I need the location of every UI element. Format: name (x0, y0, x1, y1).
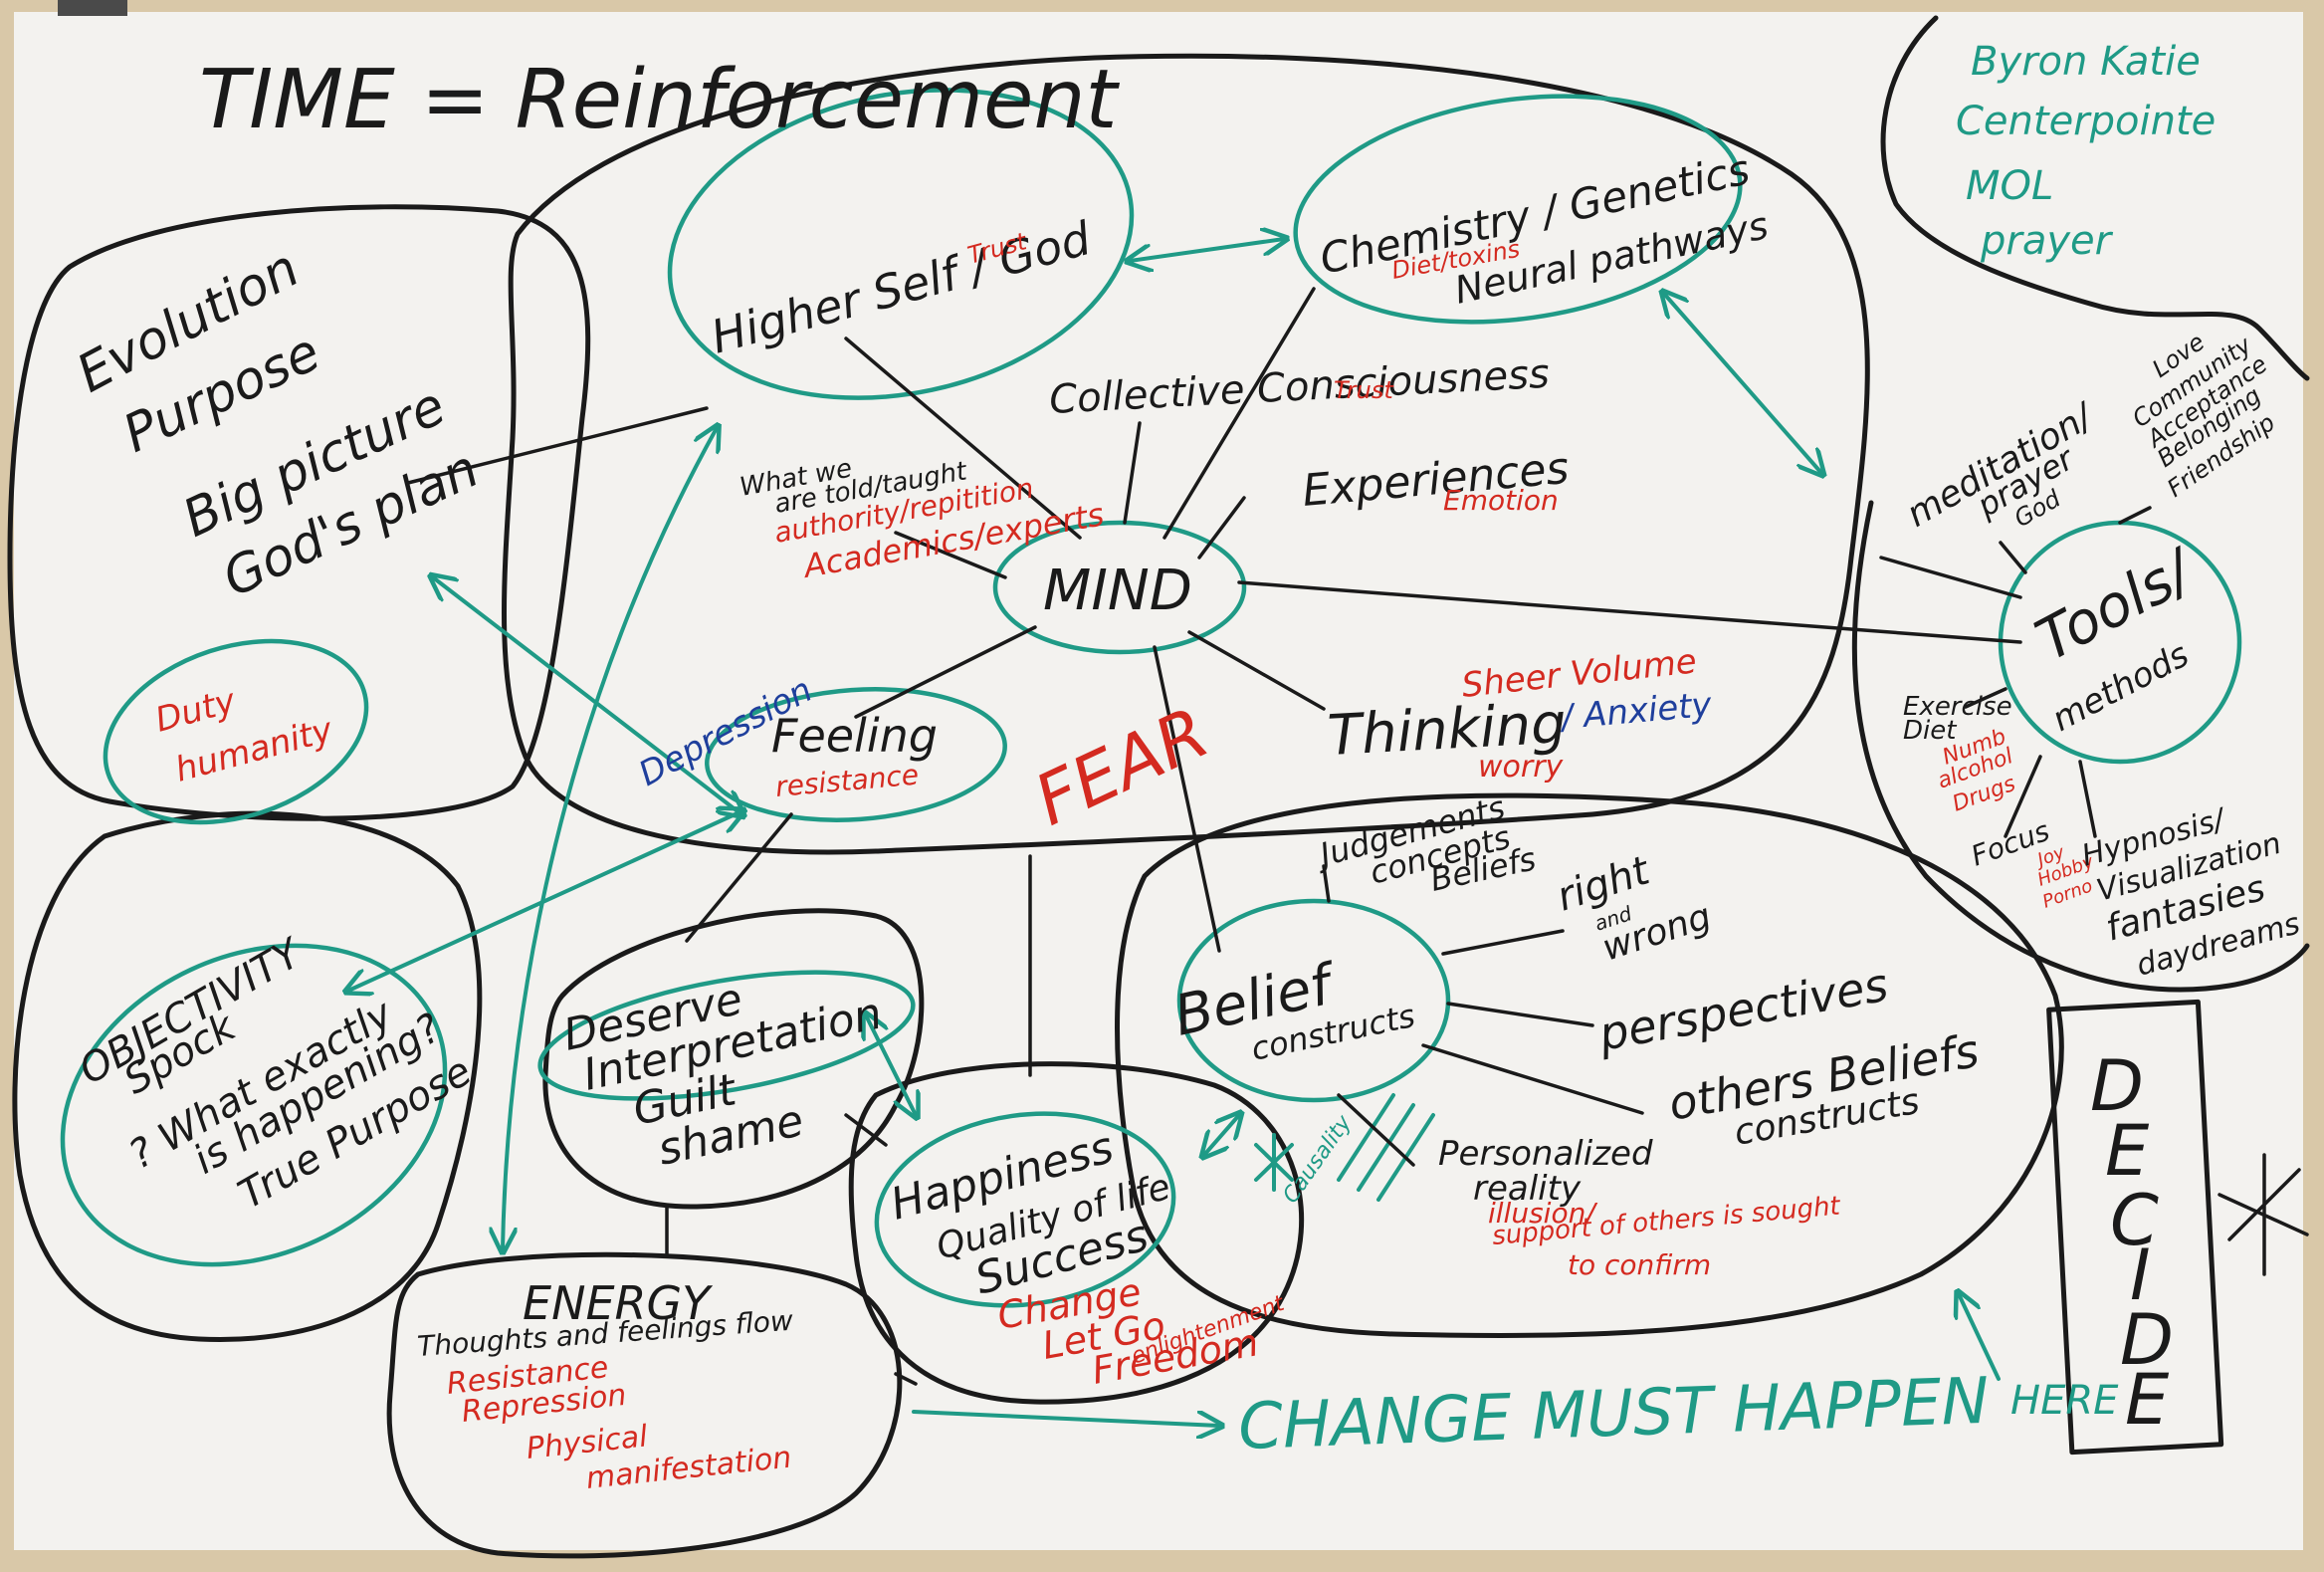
decide-letter-4: I (2130, 1235, 2151, 1316)
decide-box (2046, 999, 2224, 1456)
tools-focus-link (2004, 755, 2042, 838)
decide-letter-5: D (2120, 1299, 2174, 1381)
mind-label: MIND (1043, 559, 1192, 623)
energy-bubble (386, 1251, 903, 1559)
list-centerpointe: Centerpointe (1956, 99, 2216, 144)
personalized-confirm: to confirm (1568, 1248, 1711, 1281)
tools-meditation-link (1999, 541, 2027, 574)
objectivity-feeling-arrow (348, 811, 741, 991)
diet-text: Diet (1903, 716, 1957, 746)
chemistry-bubble (1293, 94, 1743, 325)
feeling-label: Feeling (771, 709, 938, 763)
tools-hypnosis-link (2078, 760, 2097, 838)
list-mol: MOL (1966, 163, 2053, 209)
frame-brand-label (58, 0, 127, 16)
energy-change-arrow (912, 1410, 1219, 1426)
interpretation-happiness-arrow (866, 1015, 916, 1115)
happiness-bubble (848, 1061, 1305, 1405)
feeling-deserve-link (685, 812, 793, 943)
duty-bubble (103, 638, 369, 825)
belief-judgements-link (1322, 864, 1331, 903)
here-up-arrow (1959, 1294, 2001, 1381)
energy-label: ENERGY (523, 1276, 714, 1330)
decide-star (2218, 1153, 2309, 1276)
tools-love-link (2118, 506, 2152, 525)
list-prayer: prayer (1980, 218, 2114, 264)
happiness-belief-arrow (1204, 1115, 1239, 1155)
causality-star (1254, 1133, 1294, 1192)
mind-told-link (894, 531, 1007, 579)
list-byron-katie: Byron Katie (1971, 39, 2201, 85)
chemistry-tools-arrow (1664, 294, 1821, 473)
belief-personalized-link (1337, 1093, 1415, 1167)
mind-higher-link (844, 337, 1082, 540)
deserve-happiness-link (844, 1113, 888, 1147)
thinking-worry: worry (1478, 750, 1565, 785)
belief-perspectives-link (1446, 1002, 1594, 1027)
belief-bubble (1176, 898, 1451, 1103)
higher-self-bubble (667, 88, 1135, 400)
belief-region-outline (1115, 792, 2064, 1338)
mind-collective-link (1123, 421, 1142, 525)
board-title: TIME = Reinforcement (199, 53, 1120, 147)
mind-bubble (992, 520, 1247, 655)
decide-letter-6: E (2125, 1359, 2170, 1441)
decide-letter-3: C (2110, 1180, 2159, 1261)
happiness-inner-bubble (874, 1111, 1176, 1308)
mind-thinking-link (1187, 630, 1326, 711)
tools-exercise-link (1964, 687, 2007, 709)
personalized-line-2: reality (1473, 1169, 1582, 1209)
mind-belief-link (1153, 645, 1221, 953)
mind-tools-link (1237, 580, 2022, 644)
thinking-text: Thinking (1326, 692, 1568, 769)
energy-happiness-link (894, 1372, 918, 1386)
exercise-text: Exercise (1903, 692, 2012, 722)
belief-others-link (1421, 1043, 1644, 1115)
belief-right-link (1441, 929, 1565, 956)
evolution-link (406, 406, 709, 485)
mind-experiences-link (1197, 496, 1246, 560)
personalized-line-1: Personalized (1438, 1134, 1653, 1174)
experiences-emotion: Emotion (1443, 484, 1559, 517)
tools-region-link (1879, 556, 2022, 599)
mind-chemistry-link (1162, 287, 1316, 540)
personalized-illusion: illusion/ (1488, 1197, 1597, 1230)
tools-region-outline (1851, 500, 2310, 993)
decide-letter-1: D (2090, 1045, 2144, 1127)
top-right-boundary (1880, 15, 2310, 381)
decide-letter-2: E (2105, 1110, 2150, 1192)
change-here: HERE (2010, 1378, 2119, 1424)
collective-trust: Trust (1334, 376, 1394, 404)
higher-chemistry-arrow (1130, 239, 1284, 261)
objectivity-inner-bubble (60, 943, 448, 1267)
mind-feeling-link (854, 625, 1037, 719)
